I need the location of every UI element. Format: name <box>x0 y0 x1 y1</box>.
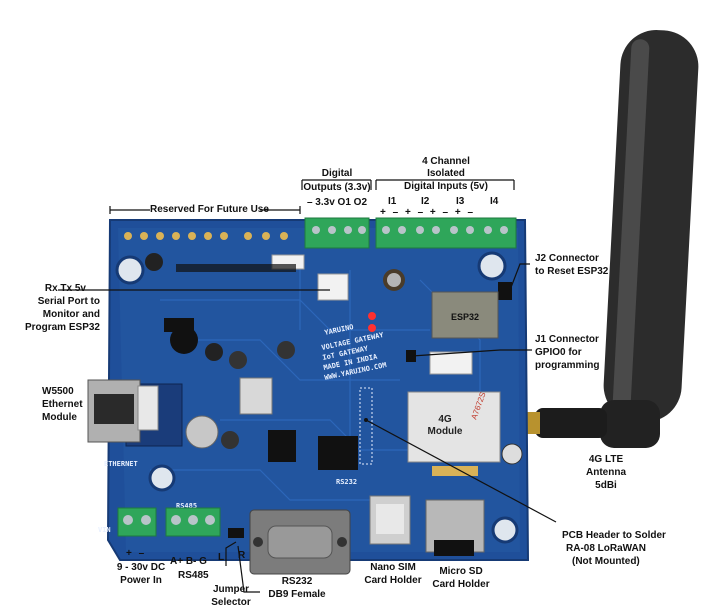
ethernet-silk: ETHERNET <box>104 460 138 468</box>
w5500-label-1: W5500 <box>42 386 74 397</box>
rs485-label: RS485 <box>178 570 209 581</box>
4g-label-2: Module <box>428 426 463 437</box>
4g-module: 4G Module A7672S <box>407 391 501 463</box>
4g-label-1: 4G <box>438 414 452 425</box>
rxtx-label-4: Program ESP32 <box>24 322 100 333</box>
j2-label-1: J2 Connector <box>535 253 599 264</box>
nano-sim-label-2: Card Holder <box>364 575 422 586</box>
j2-label-2: to Reset ESP32 <box>535 266 609 277</box>
w5500-label-3: Module <box>42 412 77 423</box>
input-name-i1: I1 <box>388 196 397 207</box>
db9-connector <box>249 509 351 575</box>
pcb-header-label-2: RA-08 LoRaWAN <box>566 543 647 554</box>
rs485-silk: RS485 <box>176 502 197 510</box>
rs232-silk: RS232 <box>336 478 357 486</box>
lte-label-3: 5dBi <box>595 480 617 491</box>
inputs-label-3: Digital Inputs (5v) <box>404 181 488 192</box>
power-terminal <box>117 507 157 537</box>
pcb-header-label-3: (Not Mounted) <box>572 556 640 567</box>
lte-label-2: Antenna <box>586 467 626 478</box>
w5500-label-2: Ethernet <box>42 399 83 410</box>
esp32-chip-label: ESP32 <box>451 312 479 322</box>
pcb-header-label-1: PCB Header to Solder <box>562 530 666 541</box>
power-pins: + – <box>126 548 147 559</box>
input-name-i2: I2 <box>421 196 430 207</box>
j1-label-3: programming <box>535 360 600 371</box>
inputs-label-1: 4 Channel <box>422 156 470 167</box>
micro-sd-label-2: Card Holder <box>432 579 490 590</box>
antenna <box>512 30 699 448</box>
jumper-l: L <box>218 552 225 563</box>
nano-sim-holder <box>369 495 411 545</box>
nano-sim-label-1: Nano SIM <box>370 562 416 573</box>
input-name-i3: I3 <box>456 196 465 207</box>
jumper-r: R <box>238 550 246 561</box>
rs485-pins: A+ B- G <box>170 556 207 567</box>
j1-label-1: J1 Connector <box>535 334 599 345</box>
j1-label-2: GPIO0 for <box>535 347 582 358</box>
w5500-ethernet-module: ETHERNET <box>87 379 183 468</box>
inputs-polarity: + – + – + – + – <box>380 207 476 218</box>
rxtx-label-3: Monitor and <box>42 309 100 320</box>
vin-silk: VIN <box>98 526 111 534</box>
micro-sd-holder <box>425 499 485 556</box>
power-label-1: 9 - 30v DC <box>116 562 166 573</box>
rs485-terminal <box>165 507 221 537</box>
rs232-label-2: DB9 Female <box>268 589 326 600</box>
digital-outputs-pins: – 3.3v O1 O2 <box>306 197 368 208</box>
rs232-label-1: RS232 <box>281 576 313 587</box>
jumper-label-1: Jumper <box>212 584 250 595</box>
pcb-board <box>106 219 530 561</box>
input-name-i4: I4 <box>490 196 499 207</box>
reserved-label: Reserved For Future Use <box>150 204 269 216</box>
rxtx-label-2: Serial Port to <box>37 296 100 307</box>
jumper-label-2: Selector <box>211 597 251 608</box>
digital-input-terminal <box>375 217 517 249</box>
reserved-header-holes <box>124 232 288 240</box>
digital-outputs-label-1: Digital <box>321 168 353 179</box>
lte-label-1: 4G LTE <box>588 454 624 465</box>
digital-outputs-label-2: Outputs (3.3v) <box>303 182 371 193</box>
esp32-module: ESP32 <box>431 291 499 339</box>
micro-sd-label-1: Micro SD <box>439 566 483 577</box>
power-label-2: Power In <box>120 575 162 586</box>
rxtx-label-1: Rx Tx 5v <box>44 283 86 294</box>
digital-output-terminal <box>304 217 370 249</box>
inputs-label-2: Isolated <box>427 168 465 179</box>
